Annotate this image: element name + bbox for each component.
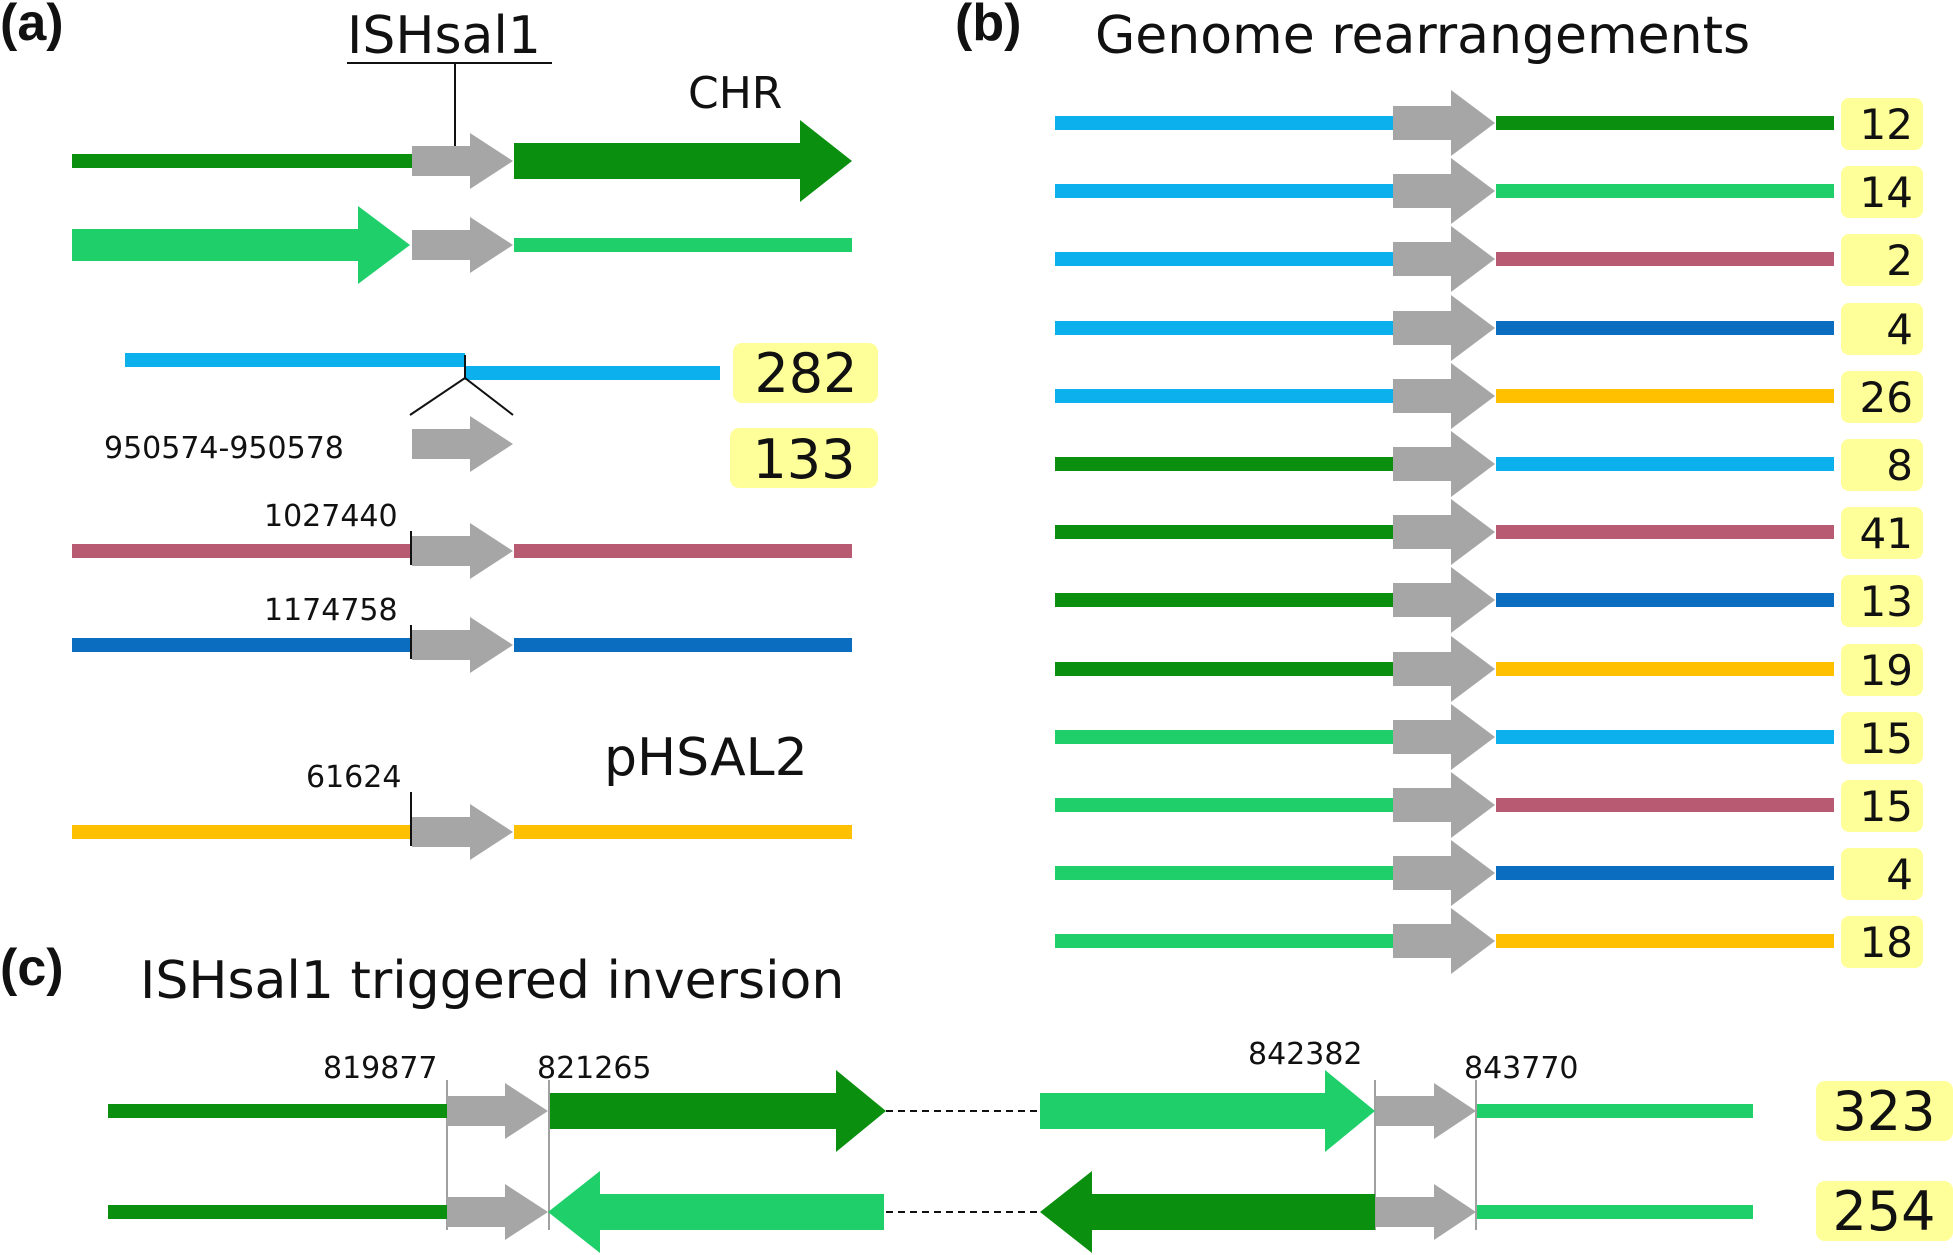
gene-arrow-light-green [1040,1070,1375,1152]
panel-b: (b) Genome rearrangements 12142426841131… [955,0,1923,974]
is-element-arrow [447,1083,548,1139]
count-label: 4 [1886,305,1913,354]
panel-a-letter: (a) [0,0,64,52]
is-element-arrow [1393,363,1495,429]
is-element-arrow [1393,295,1495,361]
rearrangement-row: 15 [1055,704,1923,770]
panel-c-letter: (c) [0,939,64,997]
position-label: 950574-950578 [104,431,344,466]
is-element-arrow [412,217,513,273]
panel-a: (a) ISHsal1 CHR 282 950574-950578 133 10… [0,0,878,860]
count-badge-254 [1816,1181,1953,1241]
rearrangement-rows: 12 14 2 4 26 8 41 13 19 15 15 4 18 [1055,90,1923,974]
count-badge [1841,507,1923,559]
is-element-arrow [412,416,513,472]
count-label: 8 [1886,441,1913,490]
insertion-site-branch [464,377,514,416]
panel-c: (c) ISHsal1 triggered inversion 819877 8… [0,939,1953,1253]
count-label: 15 [1860,714,1913,763]
is-element-arrow [1393,499,1495,565]
panel-b-letter: (b) [955,0,1021,52]
count-badge [1841,371,1923,423]
count-badge [1841,234,1923,286]
count-282: 282 [754,342,857,405]
position-label: 819877 [323,1051,438,1086]
rearrangement-row: 13 [1055,567,1923,633]
rearrangement-row: 14 [1055,158,1923,224]
count-badge [1841,166,1923,218]
count-label: 19 [1860,646,1913,695]
rearrangement-row: 15 [1055,772,1923,838]
rearrangement-row: 26 [1055,363,1923,429]
count-323: 323 [1832,1080,1935,1143]
chr-gene-arrow [514,120,852,202]
count-badge [1841,575,1923,627]
count-badge-133 [730,428,878,488]
count-label: 4 [1886,850,1913,899]
count-label: 26 [1860,373,1913,422]
position-label: 843770 [1464,1051,1579,1086]
is-element-arrow [412,617,513,673]
count-label: 18 [1860,918,1913,967]
is-element-arrow [447,1184,548,1240]
is-element-arrow [1393,90,1495,156]
is-element-arrow [1393,636,1495,702]
count-badge-323 [1816,1081,1953,1141]
rearrangement-row: 19 [1055,636,1923,702]
count-label: 41 [1860,509,1913,558]
ishsal1-label: ISHsal1 [347,6,541,66]
is-element-arrow [412,133,513,189]
count-badge [1841,439,1923,491]
is-element-arrow [412,523,513,579]
position-label: 1027440 [264,499,398,534]
is-element-arrow [1393,772,1495,838]
is-element-arrow [1393,226,1495,292]
gene-arrow-light-green-inverted [548,1171,884,1253]
plasmid-label: pHSAL2 [604,728,808,788]
panel-c-title: ISHsal1 triggered inversion [140,951,844,1011]
count-badge [1841,916,1923,968]
chr-label: CHR [688,68,782,119]
count-badge [1841,644,1923,696]
rearrangement-row: 41 [1055,499,1923,565]
is-element-arrow [1393,158,1495,224]
rearrangement-row: 2 [1055,226,1923,292]
count-label: 13 [1860,577,1913,626]
count-label: 2 [1886,236,1913,285]
is-element-arrow [1376,1184,1476,1240]
count-label: 15 [1860,782,1913,831]
count-label: 12 [1860,100,1913,149]
is-element-arrow [1393,431,1495,497]
is-element-arrow [1393,840,1495,906]
count-badge [1841,712,1923,764]
count-badge [1841,848,1923,900]
rearrangement-row: 18 [1055,908,1923,974]
position-label: 61624 [306,760,401,795]
gene-arrow-dark-green-inverted [1040,1171,1375,1253]
insertion-site-branch [409,377,466,416]
is-element-arrow [412,804,513,860]
count-label: 14 [1860,168,1913,217]
count-badge [1841,98,1923,150]
is-element-arrow [1393,567,1495,633]
count-badge [1841,780,1923,832]
count-133: 133 [752,428,855,491]
count-badge-282 [733,343,878,403]
rearrangement-row: 8 [1055,431,1923,497]
count-254: 254 [1832,1180,1935,1243]
position-label: 842382 [1248,1037,1363,1072]
is-element-arrow [1393,908,1495,974]
position-label: 1174758 [264,593,398,628]
gene-arrow-dark-green [550,1070,886,1152]
panel-b-title: Genome rearrangements [1095,6,1750,66]
is-element-arrow [1393,704,1495,770]
rearrangement-row: 4 [1055,295,1923,361]
rearrangement-row: 4 [1055,840,1923,906]
count-badge [1841,303,1923,355]
gene-arrow-light-green [72,206,410,284]
rearrangement-row: 12 [1055,90,1923,156]
position-label: 821265 [537,1051,652,1086]
is-element-arrow [1376,1083,1476,1139]
